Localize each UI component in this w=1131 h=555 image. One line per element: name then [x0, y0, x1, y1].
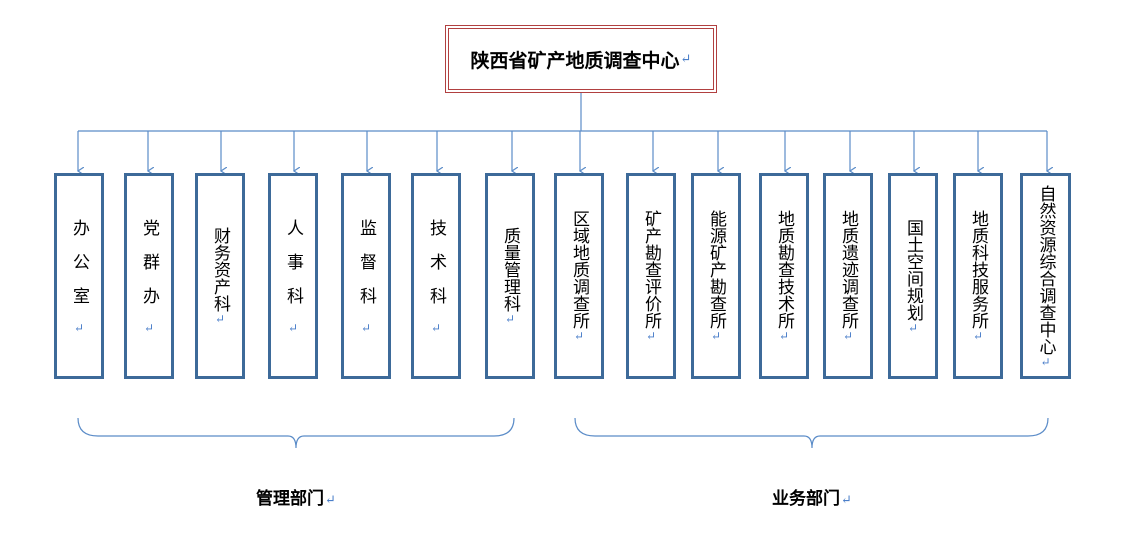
paragraph-mark-icon: ↵	[214, 312, 226, 326]
dept-box-natural-resources: 自然资源综合调查中心 ↵	[1020, 173, 1071, 379]
paragraph-mark-icon: ↵	[841, 493, 852, 508]
dept-label: 监督科	[356, 218, 376, 321]
dept-box-energy-minerals: 能源矿产勘查所 ↵	[691, 173, 741, 379]
dept-box-regional-survey: 区域地质调查所 ↵	[554, 173, 604, 379]
dept-label: 自然资源综合调查中心	[1035, 184, 1056, 355]
dept-label: 能源矿产勘查所	[706, 210, 726, 329]
dept-label: 技术科	[426, 218, 446, 321]
dept-label: 办公室	[69, 218, 89, 321]
dept-label: 人事科	[283, 218, 303, 321]
dept-box-geoheritage: 地质遗迹调查所 ↵	[823, 173, 873, 379]
root-title: 陕西省矿产地质调查中心	[470, 49, 680, 72]
dept-box-personnel: 人事科 ↵	[268, 173, 318, 379]
paragraph-mark-icon: ↵	[710, 329, 722, 343]
dept-label: 质量管理科	[500, 227, 520, 312]
dept-label: 矿产勘查评价所	[641, 210, 661, 329]
group-label-management: 管理部门↵	[256, 484, 336, 509]
paragraph-mark-icon: ↵	[1040, 354, 1051, 369]
root-node-box: 陕西省矿产地质调查中心↵	[445, 25, 717, 93]
paragraph-mark-icon: ↵	[842, 329, 854, 343]
dept-label: 党群办	[139, 218, 159, 321]
paragraph-mark-icon: ↵	[73, 320, 85, 335]
dept-label: 地质勘查技术所	[774, 210, 794, 329]
dept-label: 区域地质调查所	[569, 210, 589, 329]
paragraph-mark-icon: ↵	[907, 320, 919, 335]
drop-arrows	[78, 131, 1047, 171]
dept-box-technology: 技术科 ↵	[411, 173, 461, 379]
paragraph-mark-icon: ↵	[778, 329, 790, 343]
paragraph-mark-icon: ↵	[645, 329, 657, 343]
dept-box-survey-technology: 地质勘查技术所 ↵	[759, 173, 809, 379]
dept-box-office: 办公室 ↵	[54, 173, 104, 379]
paragraph-mark-icon: ↵	[143, 320, 155, 335]
paragraph-mark-icon: ↵	[972, 329, 984, 343]
paragraph-mark-icon: ↵	[360, 320, 372, 335]
paragraph-mark-icon: ↵	[325, 493, 336, 508]
paragraph-mark-icon: ↵	[573, 329, 585, 343]
group-label-text: 管理部门	[256, 489, 324, 509]
dept-box-finance: 财务资产科 ↵	[195, 173, 245, 379]
dept-box-geotech-services: 地质科技服务所 ↵	[953, 173, 1003, 379]
paragraph-mark-icon: ↵	[680, 51, 692, 67]
dept-box-spatial-planning: 国土空间规划 ↵	[888, 173, 938, 379]
dept-label: 地质遗迹调查所	[838, 210, 858, 329]
management-brace	[77, 417, 515, 449]
business-brace	[574, 417, 1049, 449]
dept-box-supervision: 监督科 ↵	[341, 173, 391, 379]
dept-box-quality: 质量管理科 ↵	[485, 173, 535, 379]
dept-box-mineral-exploration: 矿产勘查评价所 ↵	[626, 173, 676, 379]
dept-label: 国土空间规划	[903, 218, 923, 321]
dept-box-party-office: 党群办 ↵	[124, 173, 174, 379]
group-label-text: 业务部门	[772, 489, 840, 509]
dept-label: 地质科技服务所	[968, 210, 988, 329]
paragraph-mark-icon: ↵	[430, 320, 442, 335]
group-label-business: 业务部门↵	[772, 484, 852, 509]
dept-label: 财务资产科	[210, 227, 230, 312]
paragraph-mark-icon: ↵	[287, 320, 299, 335]
paragraph-mark-icon: ↵	[504, 312, 516, 326]
